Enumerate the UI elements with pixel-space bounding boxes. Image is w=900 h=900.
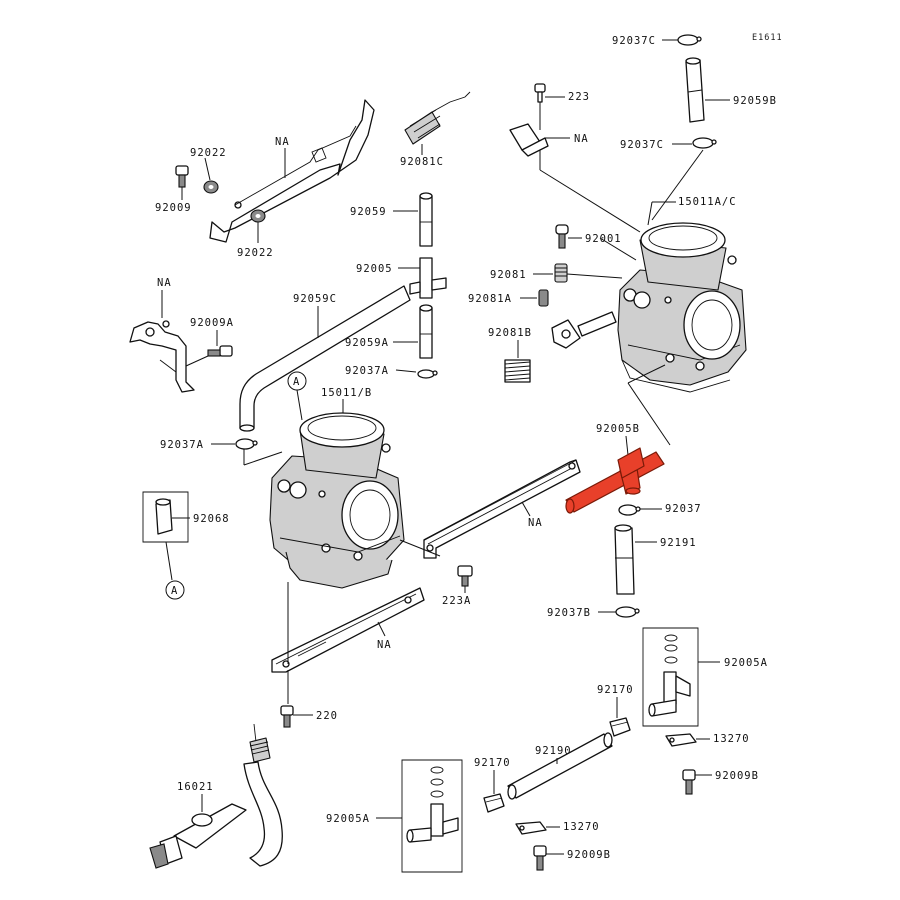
label-92081C: 92081C	[400, 156, 444, 168]
label-92022-bottom: 92022	[237, 247, 274, 259]
label-92191: 92191	[660, 537, 697, 549]
part-13270-plate-right[interactable]	[665, 733, 697, 747]
label-92005: 92005	[356, 263, 393, 275]
label-92059A: 92059A	[345, 337, 389, 349]
part-220-screw[interactable]	[280, 705, 294, 728]
part-NA-plate-right[interactable]	[423, 459, 581, 559]
label-92170-right: 92170	[597, 684, 634, 696]
part-92009B-screw-right[interactable]	[682, 769, 696, 795]
part-NA-lever-left[interactable]	[129, 320, 195, 393]
label-92009: 92009	[155, 202, 192, 214]
part-throttle-linkage[interactable]	[551, 311, 617, 349]
label-220: 220	[316, 710, 338, 722]
label-92081B: 92081B	[488, 327, 532, 339]
part-92190-pipe[interactable]	[507, 732, 613, 800]
part-92037C-mid[interactable]	[692, 137, 717, 149]
label-92037: 92037	[665, 503, 702, 515]
label-92005A-right: 92005A	[724, 657, 768, 669]
label-15011AC: 15011A/C	[678, 196, 737, 208]
callout-A-top: A	[287, 371, 307, 391]
part-92005B-highlighted-fitting[interactable]	[565, 447, 665, 514]
label-92059B: 92059B	[733, 95, 777, 107]
part-92081B-spring[interactable]	[504, 359, 531, 383]
label-92022-top: 92022	[190, 147, 227, 159]
label-223A: 223A	[442, 595, 471, 607]
part-92081-spring[interactable]	[554, 263, 568, 283]
label-92037C-top: 92037C	[612, 35, 656, 47]
label-NA-plate-right: NA	[528, 517, 543, 529]
part-92081A-spring[interactable]	[538, 289, 549, 307]
label-92170-left: 92170	[474, 757, 511, 769]
part-92191-hose[interactable]	[614, 524, 635, 595]
label-92005B: 92005B	[596, 423, 640, 435]
part-92170-clip-right[interactable]	[609, 717, 631, 737]
label-92037C-mid: 92037C	[620, 139, 664, 151]
label-92001: 92001	[585, 233, 622, 245]
part-92037A-clamp-left[interactable]	[235, 438, 258, 450]
label-13270-bottom: 13270	[563, 821, 600, 833]
label-16021: 16021	[177, 781, 214, 793]
part-92059C-hose[interactable]	[239, 285, 411, 432]
label-223: 223	[568, 91, 590, 103]
callout-A-bottom: A	[165, 580, 185, 600]
label-92081: 92081	[490, 269, 527, 281]
label-92190: 92190	[535, 745, 572, 757]
svg-text:A: A	[171, 585, 178, 597]
label-92037B: 92037B	[547, 607, 591, 619]
part-92001-screw[interactable]	[555, 224, 569, 249]
label-13270-right: 13270	[713, 733, 750, 745]
part-92037C-top[interactable]	[677, 34, 702, 46]
diagram-code: E1611	[752, 33, 783, 43]
part-16021-cable[interactable]	[149, 723, 283, 869]
part-92037-clamp[interactable]	[618, 504, 641, 516]
part-92005A-bottom-group[interactable]	[401, 759, 463, 873]
part-92005A-right-group[interactable]	[642, 627, 699, 727]
part-92037B-clamp[interactable]	[615, 606, 640, 618]
part-92170-clip-left[interactable]	[483, 793, 505, 813]
label-92009B-bottom: 92009B	[567, 849, 611, 861]
part-15011B-carburetor[interactable]	[269, 412, 405, 589]
label-92005A-bottom: 92005A	[326, 813, 370, 825]
part-92059B-hose[interactable]	[685, 57, 705, 123]
svg-text:A: A	[293, 376, 300, 388]
part-NA-bracket-left[interactable]	[209, 99, 375, 243]
label-NA-bracket-top: NA	[574, 133, 589, 145]
label-15011B: 15011/B	[321, 387, 372, 399]
part-15011AC-carburetor[interactable]	[617, 222, 747, 393]
label-NA-bracket-left: NA	[275, 136, 290, 148]
part-NA-bracket-top[interactable]	[509, 123, 549, 157]
label-NA-left-lever: NA	[157, 277, 172, 289]
label-NA-plate-bottom: NA	[377, 639, 392, 651]
part-92009B-screw-bottom[interactable]	[533, 845, 547, 871]
part-NA-plate-bottom[interactable]	[271, 587, 425, 673]
label-92059C: 92059C	[293, 293, 337, 305]
part-92005-t-fitting[interactable]	[409, 257, 447, 299]
part-13270-plate-bottom[interactable]	[515, 821, 547, 835]
part-223A-screw[interactable]	[457, 565, 473, 587]
part-92068-group[interactable]	[142, 491, 189, 543]
label-92037A-mid: 92037A	[345, 365, 389, 377]
part-92059A-hose[interactable]	[419, 304, 433, 359]
label-92068: 92068	[193, 513, 230, 525]
part-92081C-spring[interactable]	[404, 91, 471, 145]
part-92009A-screw[interactable]	[207, 345, 233, 357]
part-92022-washer-top[interactable]	[203, 180, 219, 194]
part-92022-washer-bottom[interactable]	[250, 209, 266, 223]
part-223-screw[interactable]	[534, 83, 546, 103]
label-92081A: 92081A	[468, 293, 512, 305]
label-92059: 92059	[350, 206, 387, 218]
label-92037A-left: 92037A	[160, 439, 204, 451]
label-92009A: 92009A	[190, 317, 234, 329]
label-92009B-right: 92009B	[715, 770, 759, 782]
part-92009-screw[interactable]	[175, 165, 189, 188]
part-92037A-clamp-mid[interactable]	[417, 369, 438, 379]
part-92059-hose[interactable]	[419, 192, 433, 247]
